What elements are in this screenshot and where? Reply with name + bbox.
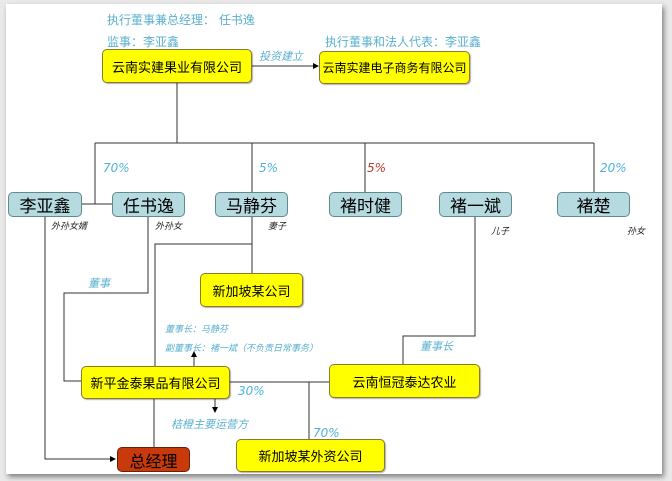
relation-ma: 妻子 <box>268 222 287 232</box>
person-chu-chu: 褚楚 <box>557 192 630 217</box>
supervisor-note: 监事：李亚鑫 <box>107 35 180 49</box>
person-ren-shuyi: 任书逸 <box>112 192 185 217</box>
share-label-xinping: 30% <box>238 384 265 398</box>
share-label-li: 70% <box>103 161 130 175</box>
ecommerce-rep-note: 执行董事和法人代表：李亚鑫 <box>325 35 482 49</box>
director-label: 董事 <box>88 277 110 290</box>
share-label-ma: 5% <box>259 161 279 175</box>
exec-director-note: 执行董事兼总经理： 任书逸 <box>107 13 255 27</box>
relation-ren: 外孙女 <box>155 222 183 232</box>
share-label-chu-shijian: 5% <box>367 161 387 175</box>
person-chu-yibin: 褚一斌 <box>439 192 512 217</box>
invest-label: 投资建立 <box>259 50 303 63</box>
person-li-yaxin: 李亚鑫 <box>8 192 82 217</box>
share-label-chu-chu: 20% <box>600 161 627 175</box>
company-yunnan-shijian-fruit: 云南实建果业有限公司 <box>102 49 252 83</box>
operator-note: 桔橙主要运营方 <box>171 418 248 431</box>
vice-chairman-note: 副董事长：褚一斌（不负责日常事务） <box>165 344 319 354</box>
chairman-label: 董事长 <box>420 340 453 353</box>
relation-chu-yibin: 儿子 <box>491 227 510 237</box>
company-yunnan-hengguan: 云南恒冠泰达农业 <box>329 364 480 398</box>
person-ma-jingfen: 马静芬 <box>215 192 288 217</box>
person-chu-shijian: 褚时健 <box>329 192 402 217</box>
relation-chu-chu: 孙女 <box>627 227 646 237</box>
share-label-hengguan: 70% <box>313 426 340 440</box>
chairman-note: 董事长：马静芬 <box>165 325 229 335</box>
company-xinping-jintai: 新平金泰果品有限公司 <box>81 366 230 399</box>
company-yunnan-shijian-ecommerce: 云南实建电子商务有限公司 <box>319 51 470 84</box>
company-singapore-foreign: 新加坡某外资公司 <box>236 439 385 472</box>
company-singapore: 新加坡某公司 <box>200 273 303 307</box>
relation-li: 外孙女婿 <box>51 222 88 232</box>
general-manager-box: 总经理 <box>117 447 190 472</box>
